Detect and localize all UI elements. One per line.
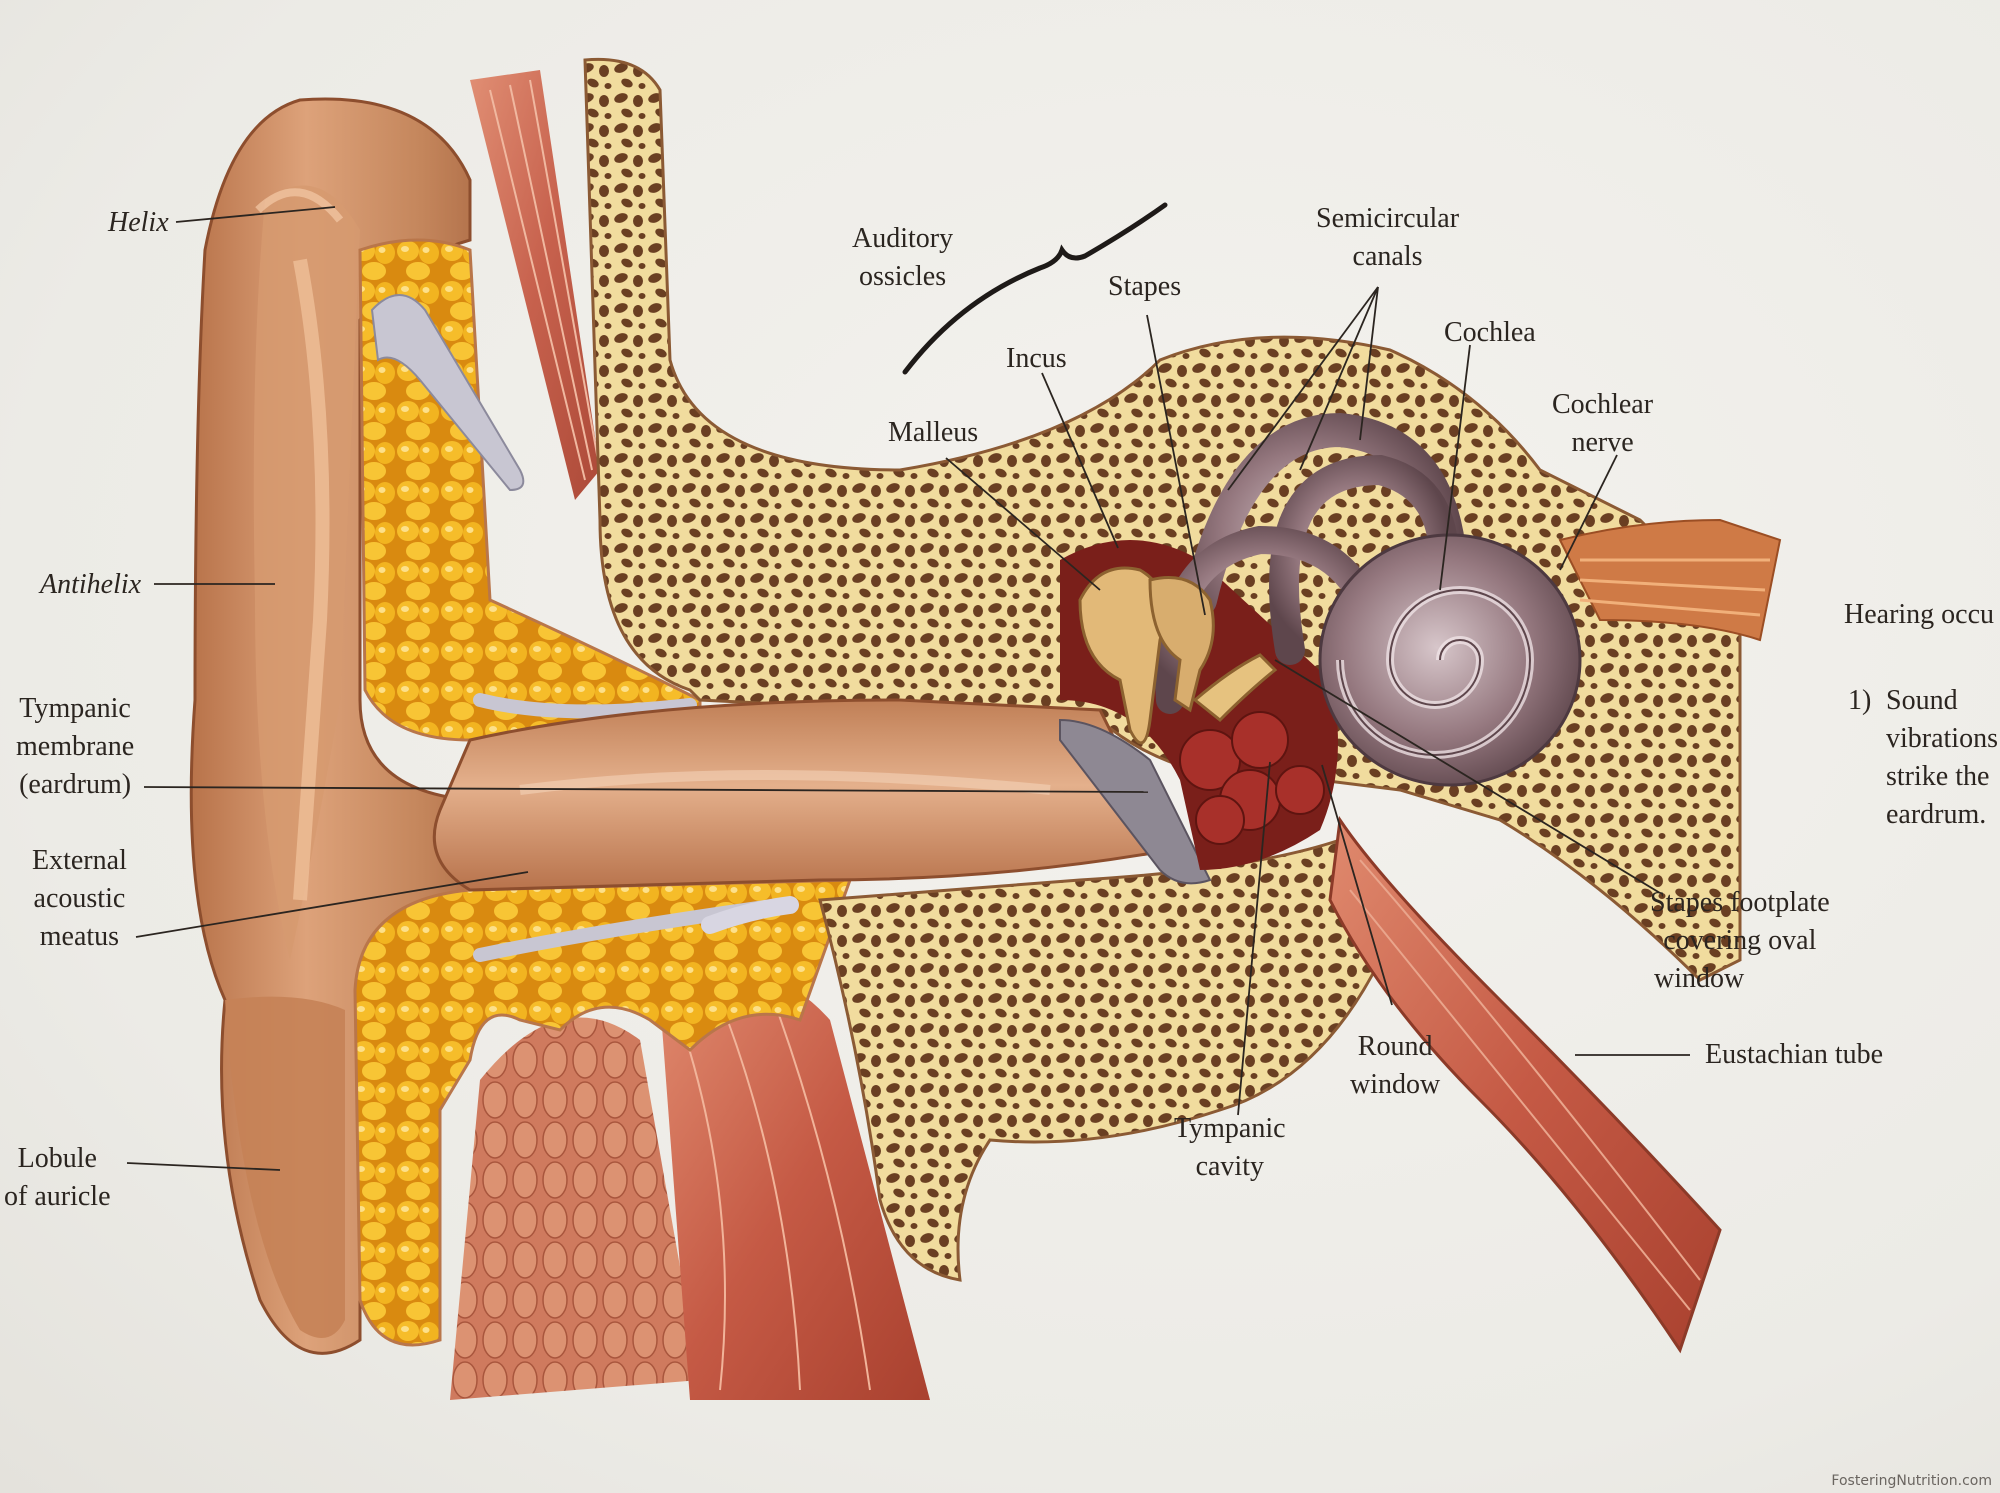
label-external-acoustic-meatus: External acoustic meatus <box>32 845 127 952</box>
upper-cartilage <box>370 294 525 492</box>
leader-lines <box>126 206 1690 1171</box>
label-antihelix: Antihelix <box>40 569 142 600</box>
temporal-bone-lower <box>818 838 1384 1282</box>
label-cochlear-nerve: Cochlear nerve <box>1552 389 1654 458</box>
ossicles-brace <box>902 202 1168 375</box>
antihelix-ridge <box>293 258 330 901</box>
label-helix: Helix <box>108 207 169 238</box>
lower-muscle-left <box>450 1017 700 1400</box>
lower-fat-pad <box>353 878 853 1347</box>
watermark: FosteringNutrition.com <box>1831 1473 1992 1489</box>
label-stapes-footplate: Stapes footplate covering oval window <box>1650 887 1830 994</box>
side-step-text: Sound vibrations strike the eardrum. <box>1886 685 1998 830</box>
label-lobule: Lobule of auricle <box>4 1143 111 1212</box>
label-semicircular-canals: Semicircular canals <box>1316 203 1460 272</box>
label-eustachian-tube: Eustachian tube <box>1705 1039 1884 1070</box>
lower-muscle-right <box>660 974 930 1400</box>
label-tympanic-cavity: Tympanic cavity <box>1174 1113 1286 1182</box>
label-stapes: Stapes <box>1108 271 1182 302</box>
label-tympanic-membrane: Tympanic membrane (eardrum) <box>16 693 135 800</box>
label-incus: Incus <box>1006 343 1067 374</box>
cochlear-nerve <box>1558 518 1782 642</box>
label-auditory-ossicles: Auditory ossicles <box>852 223 954 292</box>
label-malleus: Malleus <box>888 417 979 448</box>
eustachian-tube <box>1328 815 1722 1354</box>
lobule <box>225 996 345 1338</box>
helix-fold <box>253 185 360 961</box>
stapes <box>1192 653 1278 723</box>
ear-canal <box>432 698 1173 892</box>
incus <box>1148 576 1215 713</box>
label-round-window: Round window <box>1350 1031 1441 1100</box>
temporal-muscle <box>470 70 600 500</box>
label-cochlea: Cochlea <box>1444 317 1536 348</box>
malleus <box>1078 566 1166 745</box>
side-heading: Hearing occu <box>1844 599 1995 630</box>
tympanic-membrane <box>1059 718 1212 885</box>
cavity-tissue-lobes <box>1179 711 1325 845</box>
cochlea <box>1318 533 1582 787</box>
side-step-number: 1) <box>1848 685 1872 716</box>
